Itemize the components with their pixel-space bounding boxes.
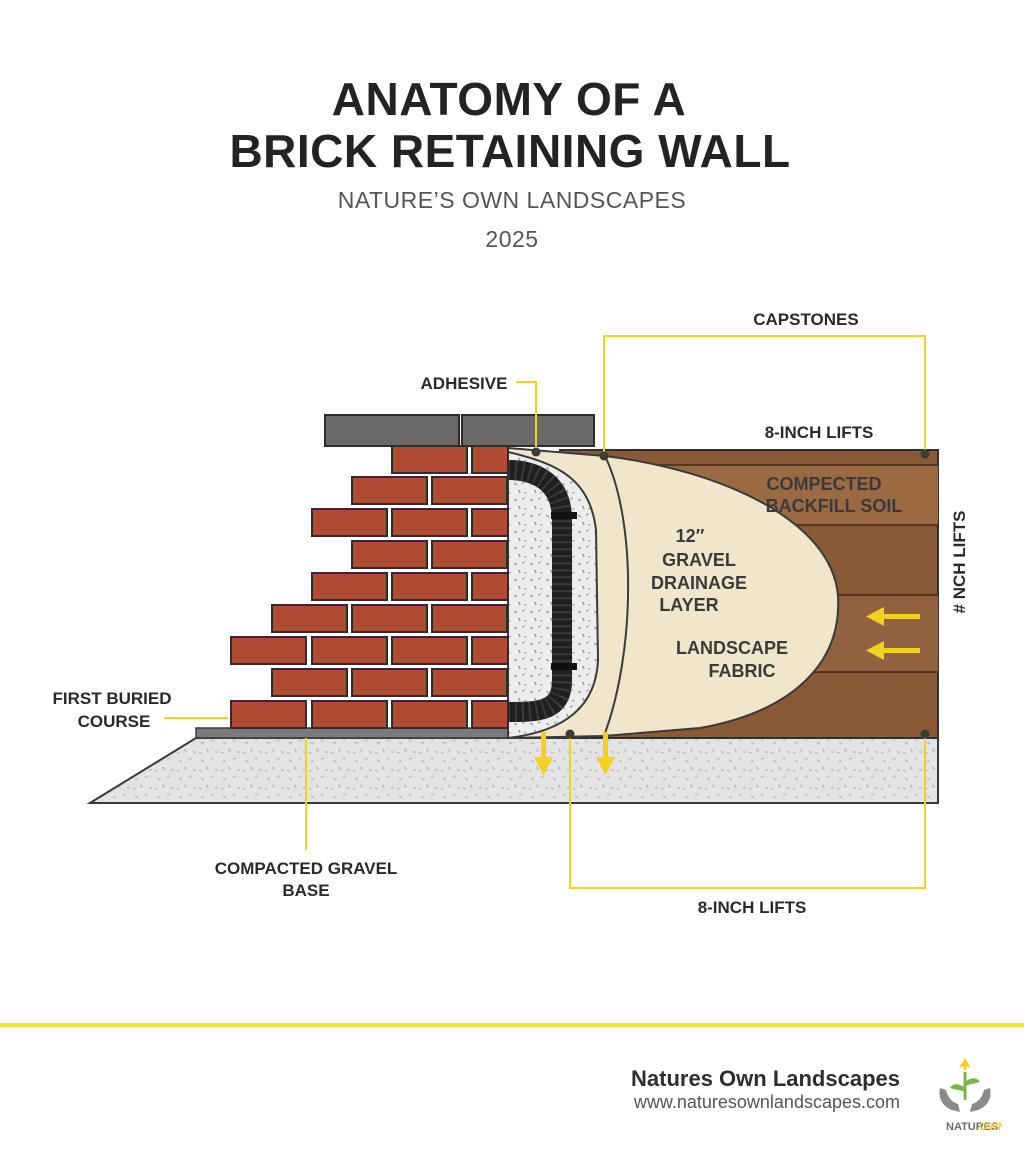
arrow-down-icon — [534, 732, 615, 775]
backfill-label-1: COMPECTED — [766, 474, 881, 494]
vertical-lifts-label: # NCH LIFTS — [950, 511, 969, 614]
gravel-base — [86, 737, 939, 804]
logo-text-1: NATURES — [946, 1121, 998, 1133]
gravel-label-4: LAYER — [659, 595, 718, 615]
capstones — [324, 414, 595, 447]
base-label-1: COMPACTED GRAVEL — [215, 859, 398, 878]
lifts-bottom-label: 8-INCH LIFTS — [698, 898, 807, 917]
backfill-label-2: BACKFILL SOIL — [766, 496, 903, 516]
retaining-wall-diagram: CAPSTONES ADHESIVE 8-INCH LIFTS COMPECTE… — [53, 310, 970, 917]
leader-lines — [164, 335, 926, 889]
base-plate — [195, 727, 509, 739]
base-label-2: BASE — [282, 881, 329, 900]
title-line-2: BRICK RETAINING WALL — [229, 125, 791, 177]
fabric-label-1: LANDSCAPE — [676, 638, 788, 658]
drain-pipe-icon — [507, 460, 577, 722]
brick-wall — [230, 445, 509, 729]
first-course-label-1: FIRST BURIED — [53, 689, 172, 708]
gravel-label-2: GRAVEL — [662, 550, 736, 570]
first-course-label-2: COURSE — [78, 712, 151, 731]
gravel-label-1: 12″ — [676, 526, 705, 546]
tulip-hands-icon: NATURES OWN — [939, 1058, 1002, 1133]
subtitle: NATURE’S OWN LANDSCAPES — [337, 187, 687, 213]
logo-text-2: OWN — [979, 1121, 1002, 1133]
arrow-left-icon — [866, 607, 920, 660]
capstones-label: CAPSTONES — [753, 310, 859, 329]
title-line-1: ANATOMY OF A — [331, 73, 687, 125]
landscape-fabric-line — [603, 455, 630, 737]
company-name: Natures Own Landscapes — [631, 1066, 900, 1091]
fabric-label-2: FABRIC — [709, 661, 776, 681]
year: 2025 — [485, 226, 539, 252]
lifts-top-label: 8-INCH LIFTS — [765, 423, 874, 442]
gravel-label-3: DRAINAGE — [651, 573, 747, 593]
footer-divider — [0, 1023, 1024, 1027]
adhesive-label: ADHESIVE — [421, 374, 508, 393]
company-url[interactable]: www.naturesownlandscapes.com — [633, 1092, 900, 1112]
